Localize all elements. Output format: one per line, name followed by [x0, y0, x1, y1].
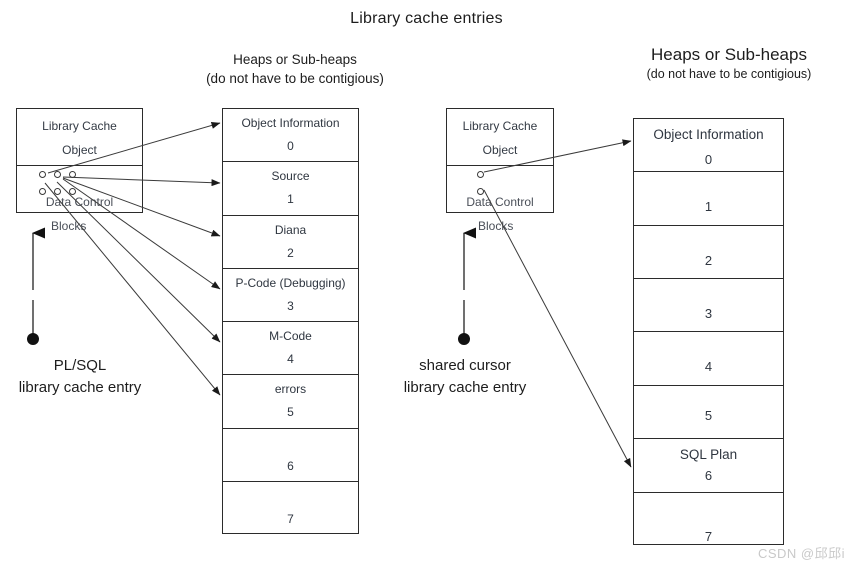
heap-cell-name: SQL Plan [679, 447, 738, 463]
library-cache-label-right: Library Cache [462, 119, 538, 133]
library-cache-object-box-right: Library Cache Object Data Control [446, 108, 554, 213]
page-title: Library cache entries [350, 10, 503, 27]
heap-cell[interactable]: 7 [223, 482, 358, 535]
left-heap-heading-line1: Heaps or Sub-heaps [233, 52, 357, 67]
left-heap-heading-line2: (do not have to be contigious) [206, 71, 384, 86]
left-entry-caption-line1: PL/SQL [53, 357, 107, 374]
heap-cell[interactable]: 4 [634, 332, 783, 386]
heap-handle-circle[interactable] [69, 171, 76, 178]
heap-handle-circle[interactable] [69, 188, 76, 195]
library-cache-object-header-left [17, 109, 142, 166]
heap-cell[interactable]: 3 [634, 279, 783, 333]
library-cache-label-left: Library Cache [42, 119, 117, 133]
heap-cell-name: Diana [274, 222, 307, 237]
heap-cell-name: Object Information [241, 116, 340, 130]
heap-cell-number: 6 [704, 468, 713, 484]
heap-cell-number: 5 [704, 407, 713, 423]
heap-cell-number: 1 [287, 192, 294, 207]
heap-column-right: Object Information 0 1 2 3 4 5 SQL Plan … [633, 118, 784, 545]
object-label-right: Object [482, 143, 518, 157]
heap-cell-number: 2 [704, 252, 713, 268]
heap-cell[interactable]: Diana 2 [223, 216, 358, 269]
heap-cell-name: M-Code [269, 329, 312, 343]
heap-cell-name: Object Information [653, 127, 764, 142]
heap-cell[interactable]: Object Information 0 [634, 119, 783, 173]
left-caption-stem [27, 300, 39, 345]
object-label-left: Object [62, 143, 97, 157]
heap-cell[interactable]: 5 [634, 386, 783, 440]
heap-cell-number: 4 [704, 359, 713, 375]
right-heap-heading: Heaps or Sub-heaps (do not have to be co… [605, 44, 853, 83]
heap-cell[interactable]: 7 [634, 493, 783, 546]
heap-cell-number: 5 [287, 405, 294, 420]
heap-cell[interactable]: 6 [223, 429, 358, 482]
blocks-label-left: Blocks [51, 219, 87, 233]
heap-handle-circle[interactable] [39, 171, 46, 178]
blocks-label-right: Blocks [478, 219, 514, 233]
heap-cell-number: 6 [287, 458, 294, 473]
data-control-label-left: Data Control [45, 195, 114, 209]
heap-cell[interactable]: SQL Plan 6 [634, 439, 783, 493]
heap-handle-circle[interactable] [54, 171, 61, 178]
heap-cell[interactable]: Object Information 0 [223, 109, 358, 163]
heap-cell[interactable]: errors 5 [223, 375, 358, 429]
heap-cell-name: Source [271, 169, 310, 184]
left-entry-caption-line2: library cache entry [18, 379, 142, 396]
right-entry-caption-line2: library cache entry [403, 379, 527, 396]
heap-cell-number: 0 [287, 139, 294, 153]
heap-handle-circle[interactable] [477, 171, 484, 178]
library-cache-object-header-right [447, 109, 553, 166]
heap-cell[interactable]: 2 [634, 226, 783, 280]
heap-cell-number: 0 [704, 152, 713, 167]
heap-handle-circle[interactable] [39, 188, 46, 195]
heap-cell-number: 3 [704, 306, 713, 322]
right-heap-heading-line1: Heaps or Sub-heaps [651, 45, 807, 64]
heap-handle-circle[interactable] [54, 188, 61, 195]
heap-cell[interactable]: M-Code 4 [223, 322, 358, 376]
right-entry-caption: shared cursor library cache entry [385, 355, 545, 399]
heap-cell-number: 4 [287, 352, 294, 366]
heap-cell[interactable]: 1 [634, 172, 783, 226]
left-entry-caption: PL/SQL library cache entry [0, 355, 160, 399]
heap-cell-number: 3 [287, 298, 294, 313]
heap-handle-circle[interactable] [477, 188, 484, 195]
heap-cell[interactable]: P-Code (Debugging) 3 [223, 269, 358, 322]
left-heap-heading: Heaps or Sub-heaps (do not have to be co… [170, 50, 420, 88]
heap-column-left: Object Information 0 Source 1 Diana 2 P-… [222, 108, 359, 534]
right-heap-heading-line2: (do not have to be contigious) [646, 67, 812, 81]
csdn-watermark: CSDN @邱邱i [757, 546, 845, 561]
heap-cell-number: 7 [287, 511, 294, 526]
right-entry-caption-line1: shared cursor [419, 357, 511, 374]
library-cache-object-box-left: Library Cache Object Data Control [16, 108, 143, 213]
heap-cell-name: P-Code (Debugging) [235, 275, 346, 290]
heap-cell-number: 1 [704, 199, 713, 215]
heap-cell-name: errors [274, 382, 307, 397]
data-control-label-right: Data Control [466, 195, 534, 209]
heap-cell-number: 2 [287, 245, 294, 260]
heap-cell[interactable]: Source 1 [223, 162, 358, 216]
heap-cell-number: 7 [704, 528, 713, 544]
right-caption-stem [458, 300, 470, 345]
